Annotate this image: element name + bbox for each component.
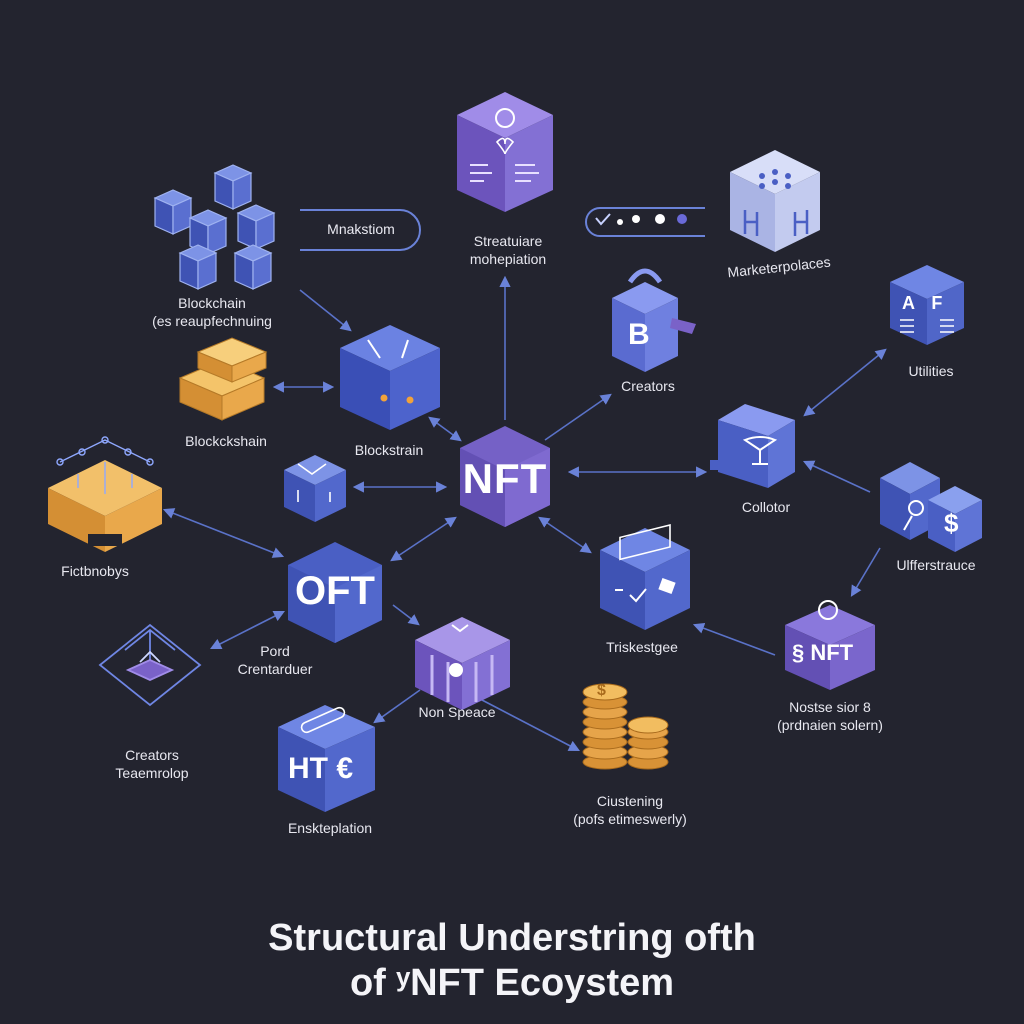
marketplace-pill	[585, 207, 705, 237]
blockchain-cluster-label: Blockchain (es reaupfechnuing	[152, 294, 272, 330]
pord-label-line2: Crentarduer	[237, 661, 313, 677]
fictbnobys-platform	[48, 436, 162, 552]
arrow-nonspeace-coins	[481, 699, 580, 752]
creator-top-label-line2: mohepiation	[469, 251, 547, 267]
nft-right-cube-glyph: § NFT	[792, 640, 854, 665]
arrow-center-oft	[390, 516, 457, 562]
ulfferstrauce-cube-glyph: $	[944, 508, 959, 538]
arrow-nonspeace-enskt	[373, 689, 421, 724]
dot-icon	[677, 214, 687, 224]
non-speace-cube	[415, 617, 510, 710]
dot-icon	[632, 215, 640, 223]
utilities-label: Utilities	[908, 363, 954, 379]
gold-block-stack	[178, 337, 268, 421]
enskt-label: Enskteplation	[287, 820, 373, 836]
fictbnobys-label: Fictbnobys	[61, 563, 129, 579]
arrow-cluster-blockchain	[299, 289, 352, 332]
creators-tech-label-line2: Teaemrolop	[115, 765, 189, 781]
arrow-collotor-utilities	[803, 348, 887, 417]
arrow-oft-nonspeace	[392, 604, 420, 626]
coin-stack-right	[627, 716, 669, 770]
blockchain-cluster-label-line2: (es reaupfechnuing	[152, 313, 272, 329]
creators-cube-glyph: B	[628, 318, 650, 351]
nft-right-cube	[785, 600, 875, 690]
search-icon	[903, 515, 913, 531]
blockchain-main-cube	[340, 325, 440, 430]
enskt-cube-glyph: HT €	[288, 752, 354, 785]
diagram-title-line2: of ʸNFT Ecoystem	[349, 962, 675, 1004]
ulfferstrauce-label: Ulfferstrauce	[896, 557, 976, 573]
coin-stacks	[582, 683, 669, 770]
nfts-label-line2: (prdnaien solern)	[777, 717, 883, 733]
diagram-title-line1: Structural Understring ofth	[268, 917, 756, 959]
utilities-cube	[890, 265, 964, 345]
arrow-ulff-nft	[850, 547, 881, 597]
blockchain-gold-label: Blockckshain	[185, 433, 267, 449]
clustenimg-label-line2: (pofs etimeswerly)	[573, 811, 687, 827]
clustenimg-label-line1: Ciustening	[596, 793, 664, 809]
arrow-center-triskestgee	[538, 516, 592, 554]
pord-label-line1: Pord	[260, 643, 290, 659]
creators-tech-label-line1: Creators	[125, 747, 179, 763]
blockchain-cube-cluster	[153, 164, 276, 290]
ulfferstrauce-cubes	[880, 462, 982, 552]
connectors	[162, 275, 887, 752]
creators-cube	[612, 268, 696, 372]
arrow-nft-triskestgee	[692, 622, 776, 656]
creator-top-cube	[457, 92, 553, 212]
arrow-ulff-collotor	[802, 460, 871, 493]
dot-icon	[655, 214, 665, 224]
non-speace-label: Non Speace	[418, 704, 496, 720]
arrow-center-blockchain	[428, 416, 462, 442]
blockchain-cluster-label-line1: Blockchain	[178, 295, 246, 311]
dot-icon	[617, 219, 623, 225]
check-icon	[595, 213, 611, 226]
oft-cube	[288, 542, 382, 643]
collotor-cube	[710, 404, 795, 488]
blockchain-main-label: Blockstrain	[354, 442, 424, 458]
enskt-cube	[278, 705, 375, 812]
center-nft-cube	[460, 426, 550, 527]
arrow-center-creators	[544, 393, 612, 441]
oft-text: OFT	[295, 569, 375, 613]
small-blue-cube	[284, 455, 346, 522]
nfts-label-line1: Nostse sior 8	[789, 699, 871, 715]
heart-icon	[495, 137, 515, 155]
arrow-oft-pord	[210, 610, 285, 650]
center-nft-text: NFT	[462, 455, 548, 502]
collotor-label: Collotor	[741, 499, 791, 515]
pord-label: Pord Crentarduer	[238, 642, 313, 678]
nfts-label: Nostse sior 8 (prdnaien solern)	[777, 698, 883, 734]
coin-stack-left	[582, 683, 628, 770]
user-icon	[495, 108, 515, 128]
creators-tech-wireframe	[98, 623, 202, 707]
mnakstiom-label: Mnakstiom	[327, 221, 395, 237]
creator-top-label-line1: Streatuiare	[473, 233, 543, 249]
utilities-cube-glyph: A F	[902, 293, 949, 313]
clustenimg-label: Ciustening (pofs etimeswerly)	[573, 792, 687, 828]
creators-tech-label: Creators Teaemrolop	[115, 746, 188, 782]
mnakstiom-pill	[300, 209, 421, 251]
creator-top-label: Streatuiare mohepiation	[470, 232, 546, 268]
triskestgee-label: Triskestgee	[606, 639, 678, 655]
coin-glyph: $	[597, 682, 606, 699]
marketplaces-cube	[730, 150, 820, 252]
triskestgee-cube	[600, 523, 690, 630]
arrow-fict-oft	[162, 508, 285, 558]
creators-label: Creators	[621, 378, 675, 394]
code-icon	[619, 523, 671, 561]
